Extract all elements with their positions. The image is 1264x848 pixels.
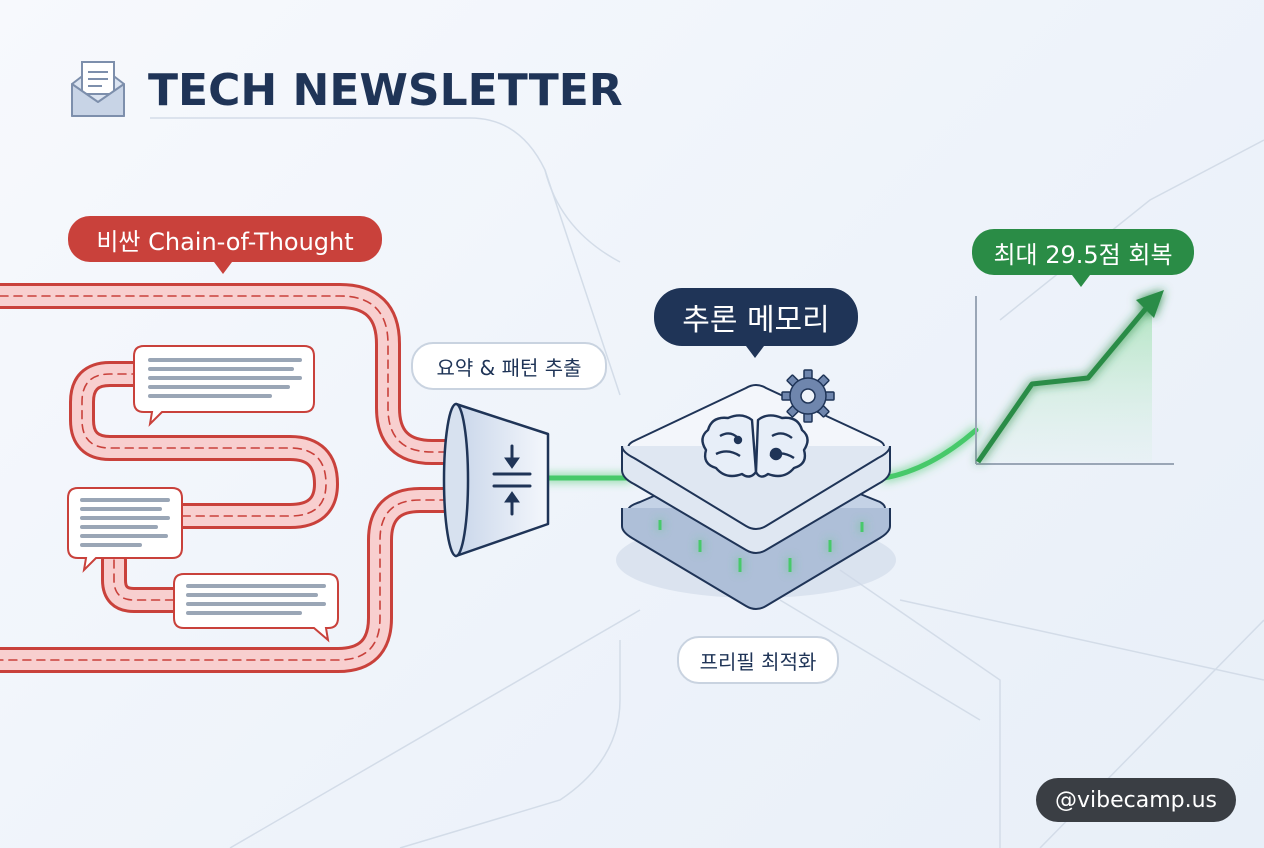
cot-road: [0, 283, 475, 673]
brain-icon: [701, 414, 809, 478]
label-expensive-cot-text: 비싼 Chain-of-Thought: [96, 227, 354, 256]
envelope-icon: [71, 61, 125, 117]
trend-arrow-icon: [975, 290, 1164, 464]
header: TECH NEWSLETTER: [68, 58, 623, 122]
thought-bubble-3: [173, 573, 339, 643]
label-summary-pattern-text: 요약 & 패턴 추출: [436, 355, 582, 380]
memory-stack: [616, 369, 896, 610]
page-title: TECH NEWSLETTER: [148, 64, 623, 116]
label-summary-pattern: 요약 & 패턴 추출: [411, 342, 607, 390]
label-max-recovery: 최대 29.5점 회복: [972, 229, 1194, 275]
label-reasoning-memory-tail: [746, 346, 764, 358]
thought-bubble-2: [67, 487, 183, 573]
compress-icon: [492, 444, 532, 516]
gear-icon: [781, 369, 835, 423]
header-icon-slot: [68, 61, 126, 119]
label-prefill-optimization: 프리필 최적화: [677, 636, 839, 684]
label-expensive-cot-tail: [214, 262, 232, 274]
label-prefill-optimization-text: 프리필 최적화: [699, 649, 817, 674]
label-reasoning-memory-text: 추론 메모리: [682, 303, 830, 338]
label-max-recovery-tail: [1072, 275, 1090, 287]
footer-handle: @vibecamp.us: [1054, 787, 1217, 813]
label-max-recovery-text: 최대 29.5점 회복: [993, 240, 1173, 269]
label-reasoning-memory: 추론 메모리: [654, 288, 858, 346]
thought-bubble-1: [133, 345, 315, 427]
compressor-funnel: [442, 402, 550, 558]
footer-handle-badge: @vibecamp.us: [1036, 778, 1236, 822]
label-expensive-cot: 비싼 Chain-of-Thought: [68, 216, 382, 262]
trend-chart: [975, 290, 1174, 465]
green-flow: [541, 427, 979, 481]
background-lines: [150, 117, 1264, 848]
